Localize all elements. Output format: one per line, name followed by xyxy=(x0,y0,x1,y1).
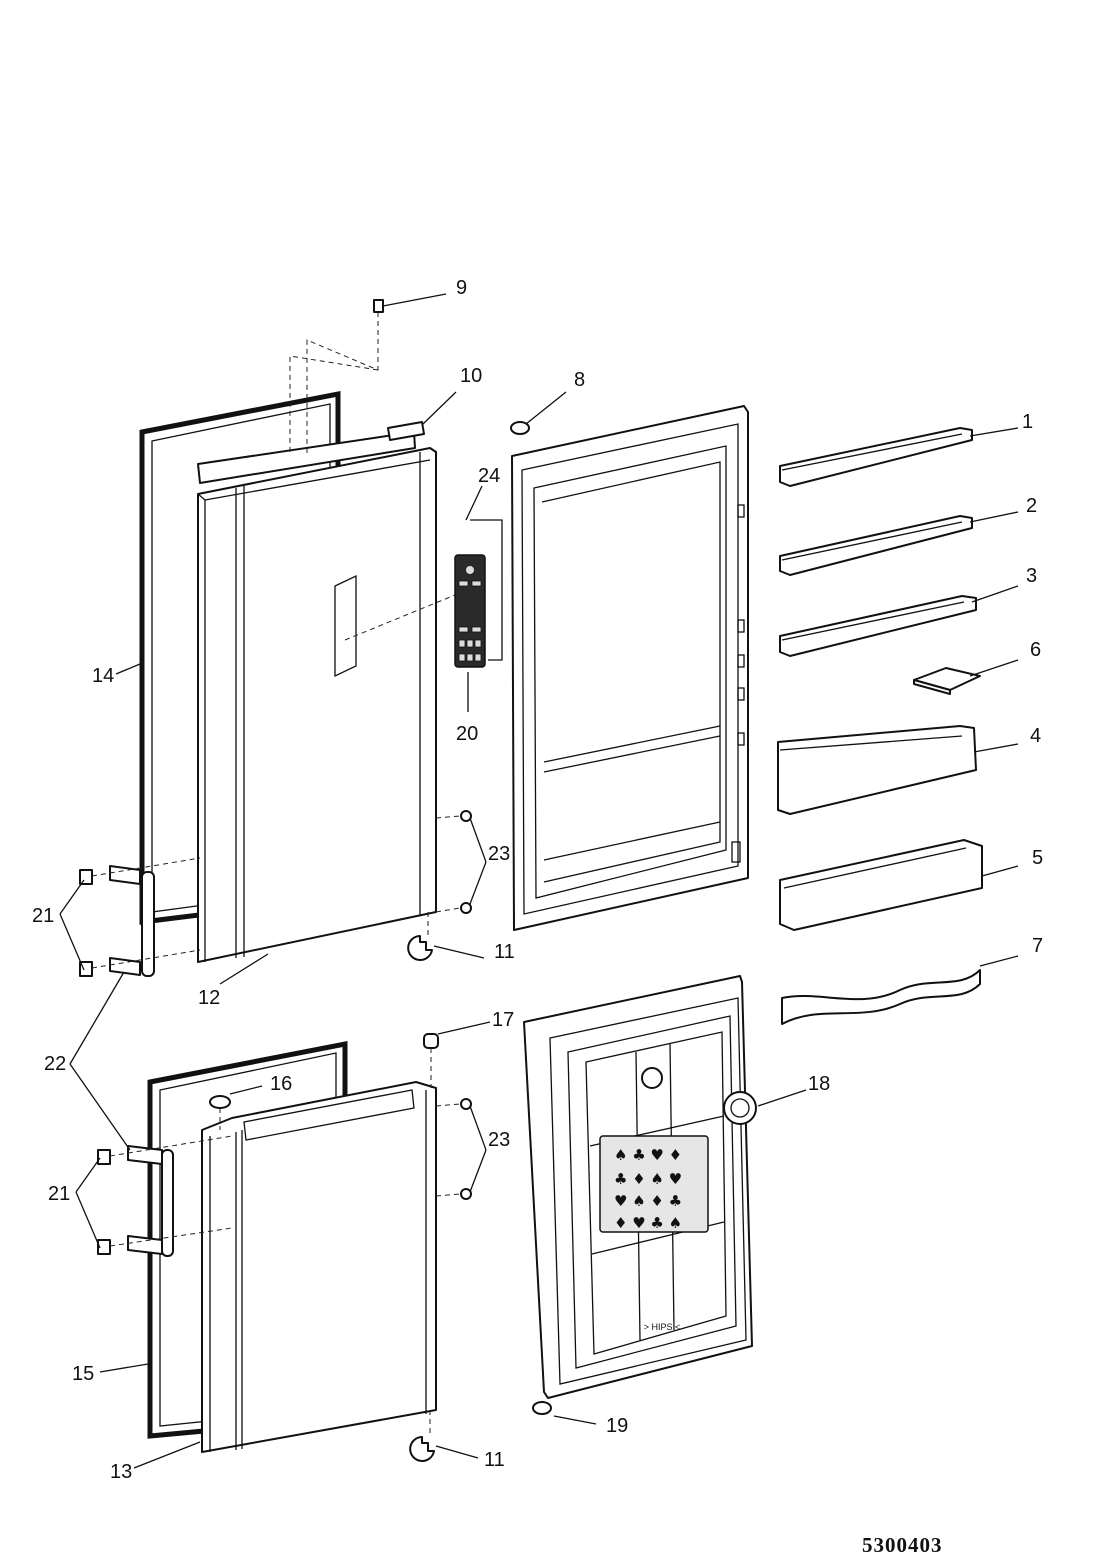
callout-20: 20 xyxy=(456,723,478,745)
callout-11-upper: 11 xyxy=(494,941,515,963)
callout-23-upper: 23 xyxy=(488,843,510,865)
callout-4: 4 xyxy=(1030,725,1041,747)
lower-hinge-assembly xyxy=(97,1135,233,1257)
upper-hinge-assembly xyxy=(79,857,201,977)
liner-top-plug xyxy=(510,421,530,435)
callout-10: 10 xyxy=(460,365,482,387)
callout-18: 18 xyxy=(808,1073,830,1095)
callout-5: 5 xyxy=(1032,847,1043,869)
svg-text:♠ ♣ ♥ ♦: ♠ ♣ ♥ ♦ xyxy=(614,1146,682,1164)
callout-14: 14 xyxy=(92,665,114,687)
door-bottle-shelf-4 xyxy=(777,725,977,815)
svg-text:♦ ♥ ♣ ♠: ♦ ♥ ♣ ♠ xyxy=(614,1214,682,1232)
upper-hinge-bushing xyxy=(407,912,433,961)
upper-outer-door xyxy=(197,447,437,963)
callout-labels: 1 2 3 4 5 6 7 8 9 10 11 11 12 13 14 15 1… xyxy=(32,277,1043,1483)
callout-11-lower: 11 xyxy=(484,1449,505,1471)
callout-9: 9 xyxy=(456,277,467,299)
temperature-dial xyxy=(723,1091,757,1125)
callout-23-lower: 23 xyxy=(488,1129,510,1151)
egg-tray xyxy=(913,667,981,695)
upper-screws xyxy=(435,810,472,914)
callout-15: 15 xyxy=(72,1363,94,1385)
callout-13: 13 xyxy=(110,1461,132,1483)
lower-screws xyxy=(435,1098,472,1200)
lower-outer-door xyxy=(201,1081,437,1453)
callout-3: 3 xyxy=(1026,565,1037,587)
upper-hinge-cap xyxy=(373,299,384,313)
callout-1: 1 xyxy=(1022,411,1033,433)
door-shelf-3 xyxy=(779,595,977,657)
top-bushing xyxy=(423,1033,439,1088)
svg-text:♥ ♠ ♦ ♣: ♥ ♠ ♦ ♣ xyxy=(614,1192,682,1210)
callout-2: 2 xyxy=(1026,495,1037,517)
callout-24: 24 xyxy=(478,465,500,487)
svg-text:♣ ♦ ♠ ♥: ♣ ♦ ♠ ♥ xyxy=(614,1170,682,1188)
callout-22: 22 xyxy=(44,1053,66,1075)
bottle-retainer xyxy=(781,969,981,1025)
callout-17: 17 xyxy=(492,1009,514,1031)
callout-16: 16 xyxy=(270,1073,292,1095)
lower-hinge-bushing xyxy=(409,1410,435,1462)
upper-door-top-trim xyxy=(197,421,425,484)
door-bottle-shelf-5 xyxy=(779,839,983,931)
control-display-panel xyxy=(454,519,503,668)
callout-19: 19 xyxy=(606,1415,628,1437)
upper-inner-door-liner xyxy=(511,405,749,931)
callout-7: 7 xyxy=(1032,935,1043,957)
lower-door-foot xyxy=(532,1401,552,1415)
lower-inner-door-liner: ♠ ♣ ♥ ♦ ♣ ♦ ♠ ♥ ♥ ♠ ♦ ♣ ♦ ♥ ♣ ♠ > HIPS < xyxy=(523,975,753,1399)
lower-hinge-cap xyxy=(209,1095,231,1130)
leader-lines xyxy=(59,293,1019,1469)
bottom-door-marking: > HIPS < xyxy=(644,1322,681,1332)
callout-21-lower: 21 xyxy=(48,1183,70,1205)
callout-21-upper: 21 xyxy=(32,905,54,927)
callout-8: 8 xyxy=(574,369,585,391)
door-shelf-2 xyxy=(779,515,973,576)
document-number: 5300403 xyxy=(862,1533,943,1557)
upper-cap-guide-lines xyxy=(289,312,379,456)
callout-12: 12 xyxy=(198,987,220,1009)
callout-6: 6 xyxy=(1030,639,1041,661)
door-shelf-1 xyxy=(779,427,973,487)
